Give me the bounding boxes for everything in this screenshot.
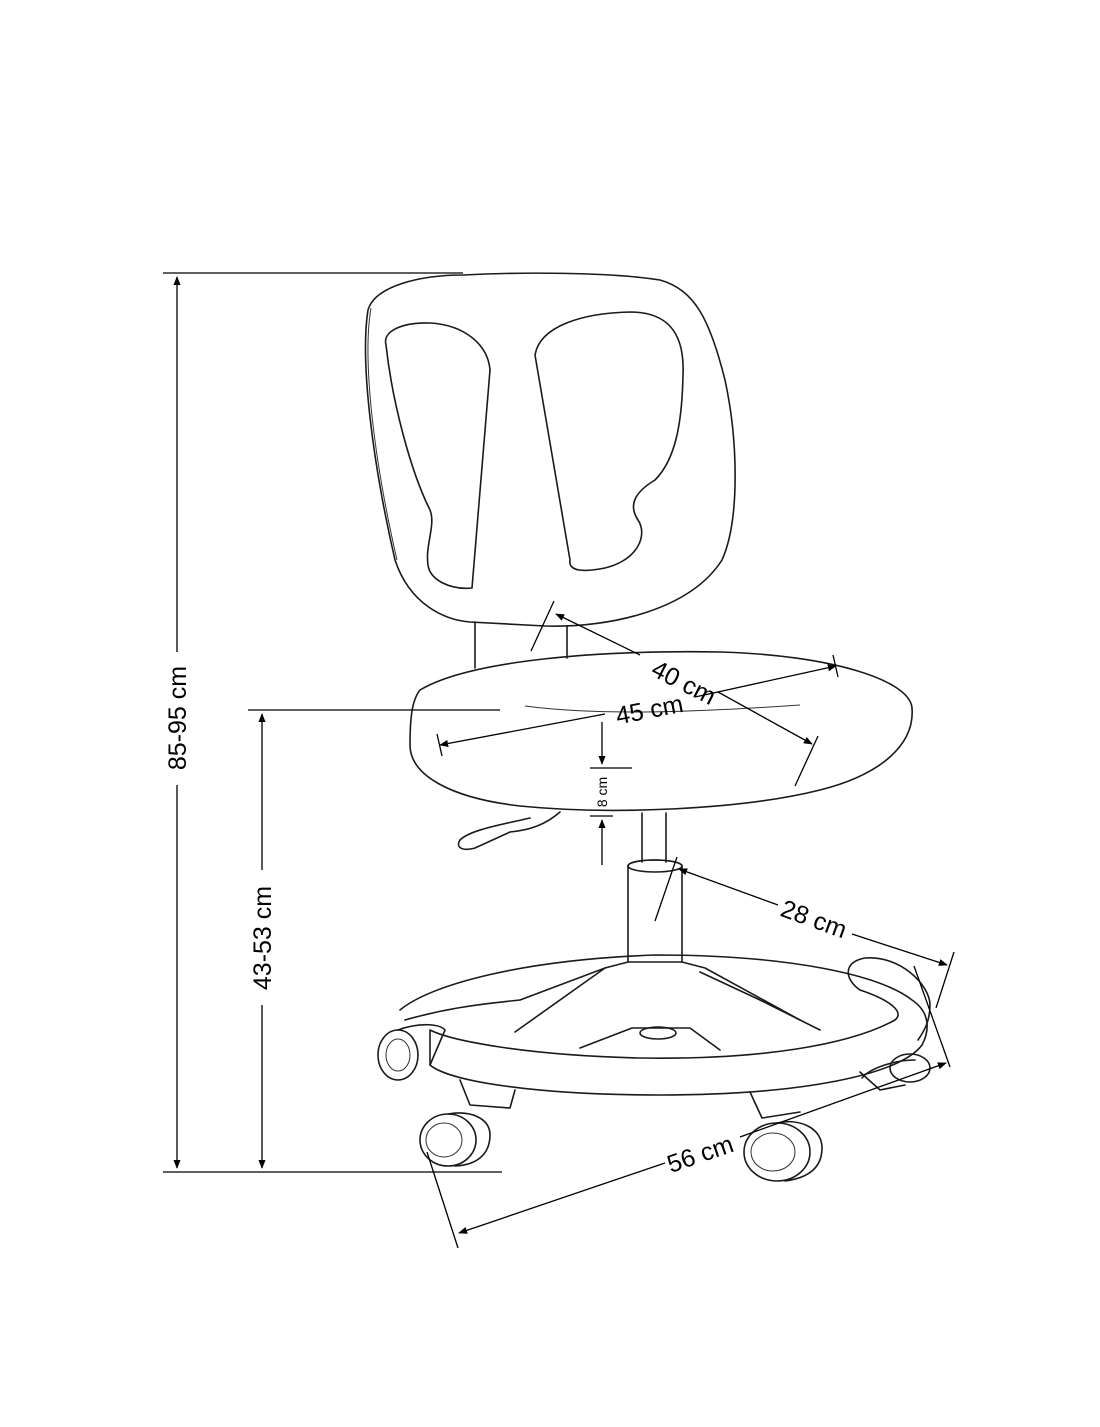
seat-width-line-a <box>439 713 606 748</box>
backrest <box>364 272 736 669</box>
seat-thickness-label: 8 cm <box>594 777 610 807</box>
gas-lever <box>457 811 561 851</box>
base-and-footrest <box>399 954 931 1119</box>
caster-front-left <box>419 1112 491 1167</box>
base-line-a <box>458 1162 666 1234</box>
footrest-line-b <box>851 933 948 966</box>
gas-column <box>627 812 683 963</box>
casters <box>377 1023 931 1182</box>
dimension-labels: 85-95 cm 43-53 cm 40 cm 45 cm 8 cm 28 cm… <box>164 655 851 1179</box>
seat-depth-tick-2 <box>794 735 819 787</box>
seat-width-line-b <box>694 664 837 698</box>
seat <box>409 650 913 812</box>
dimension-lines <box>163 272 955 1249</box>
footrest-tick-1 <box>654 856 678 922</box>
footrest-radius-label: 28 cm <box>777 895 851 945</box>
caster-right <box>861 1053 931 1083</box>
chair-illustration <box>364 272 931 1182</box>
seat-depth-line-b <box>717 691 813 745</box>
base-tick-1 <box>426 1151 459 1249</box>
seat-width-label: 45 cm <box>613 690 685 730</box>
seat-height-label: 43-53 cm <box>249 886 277 990</box>
caster-front-right <box>743 1121 823 1182</box>
caster-left <box>377 1023 446 1081</box>
total-height-label: 85-95 cm <box>164 666 192 770</box>
footrest-line-a <box>678 868 779 906</box>
seat-depth-tick-1 <box>530 600 555 652</box>
base-line-b <box>739 1062 947 1138</box>
base-tick-2 <box>913 965 951 1068</box>
base-diameter-label: 56 cm <box>664 1130 737 1179</box>
footrest-tick-2 <box>935 951 955 1009</box>
seat-depth-line-a <box>555 613 641 656</box>
